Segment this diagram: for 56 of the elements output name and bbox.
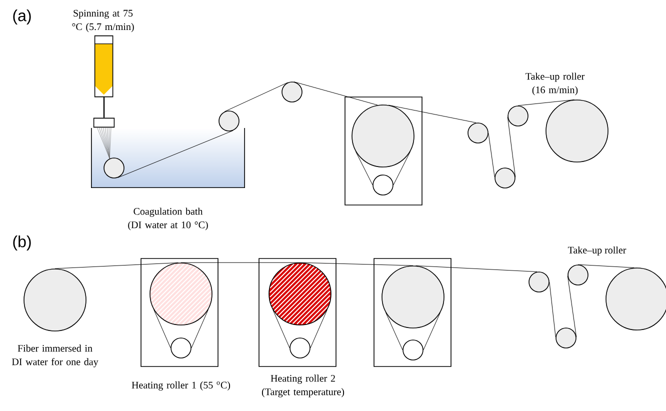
fiber-line [180,262,300,263]
belt [356,151,373,186]
fiber-line [388,104,476,123]
heated-roller [150,262,212,326]
roller [508,106,528,126]
heated-roller [268,262,332,326]
process-label: Take–up roller (16 m/min) [526,72,585,96]
belt [393,151,410,186]
fiber-line [518,99,575,106]
belt [154,309,171,348]
syringe-drawing [93,35,115,128]
roller [568,264,588,286]
fiber-line [507,116,516,178]
roller [528,272,550,292]
fiber-line [416,265,538,272]
roller [282,82,302,102]
roller-unit-frame [344,96,422,206]
fiber-line [300,262,414,266]
process-label: Coagulation bath (DI water at 10 °C) [128,208,208,230]
roller [104,158,124,178]
belt [191,309,208,348]
roller [352,104,414,168]
roller-unit-frame [374,258,452,367]
fiber-line [118,130,234,178]
roller [382,266,444,328]
filament-bundle [96,127,112,159]
roller-unit-frame [258,258,336,367]
process-label: Heating roller 1 (55 $^{o}$C) [132,381,230,391]
fiber-line [54,262,179,269]
panel-label: (b) [13,236,31,250]
panel-label: (a) [13,10,31,24]
idler-roller [170,338,192,358]
fiber-line [578,264,635,268]
coagulation-bath [91,128,245,188]
take-up-roller [606,268,666,330]
take-up-roller [546,100,608,162]
roller [468,122,488,144]
fiber-line [294,82,378,106]
process-label: Take–up roller [568,246,626,256]
fiber-line [567,276,577,338]
fiber-line [224,82,288,112]
process-label: Fiber immersed in DI water for one day [12,344,98,368]
idler-roller [402,340,424,360]
process-label: Spinning at 75 °C (5.7 m/min) [72,10,134,32]
fiber-line [488,132,495,178]
fiber-line [549,282,556,338]
process-label: Heating roller 2 (Target temperature) [262,374,344,398]
roller [556,328,576,348]
roller [494,168,516,188]
idler-roller [372,174,394,196]
belt [386,312,403,350]
belt [423,312,440,350]
roller-unit-frame [140,258,218,367]
roller [218,110,240,132]
fiber-roller [24,268,86,332]
idler-roller [290,338,310,358]
